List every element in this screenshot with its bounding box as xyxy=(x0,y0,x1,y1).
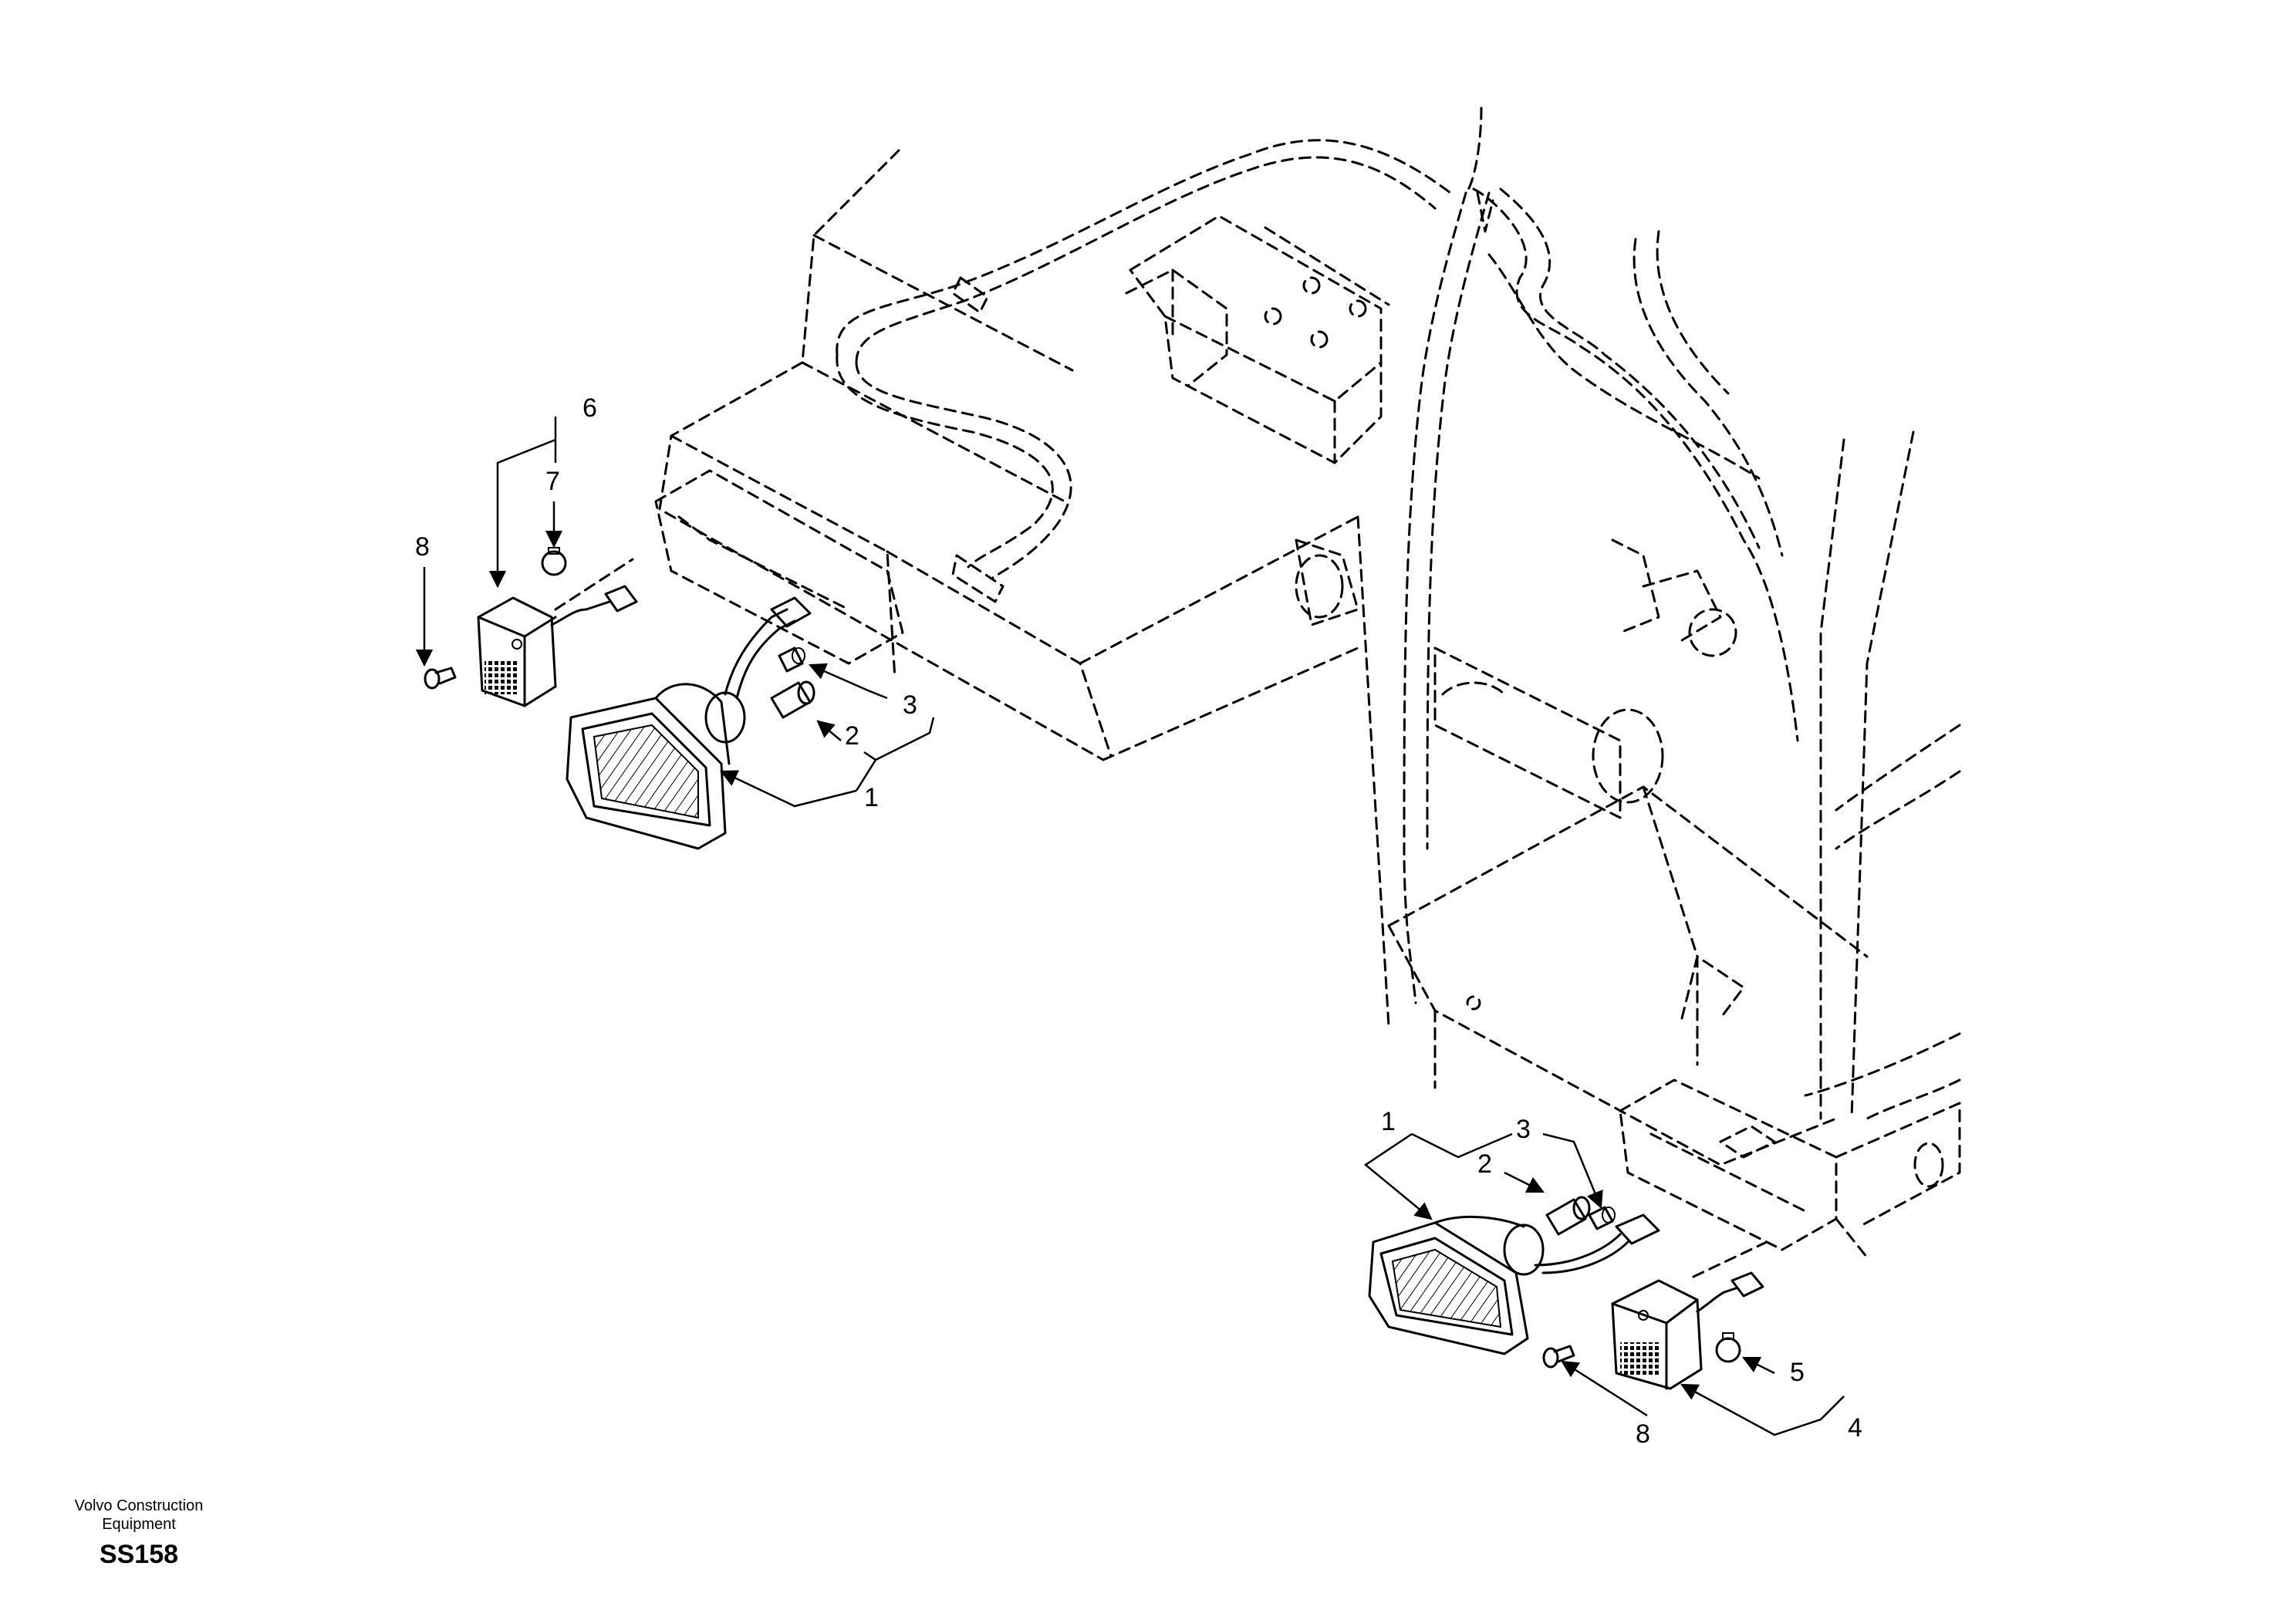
bulb-5 xyxy=(1715,1332,1741,1363)
callout-labels: 6 7 8 3 2 1 1 2 3 5 4 8 xyxy=(415,393,1862,1449)
callout-left-3: 3 xyxy=(903,690,917,720)
callout-left-1: 1 xyxy=(864,783,879,812)
callout-right-5: 5 xyxy=(1790,1358,1805,1387)
callout-right-4: 4 xyxy=(1848,1413,1862,1443)
marker-lamp-right xyxy=(1611,1240,1768,1390)
bulb-7 xyxy=(541,547,567,576)
bulb-3-left xyxy=(778,646,805,673)
callout-left-8: 8 xyxy=(415,532,430,562)
screw-8-right xyxy=(1542,1345,1575,1369)
machine-frame-outline xyxy=(654,106,1961,1259)
callout-right-1: 1 xyxy=(1381,1107,1396,1136)
work-lamp-housing-right xyxy=(1368,1213,1660,1355)
callout-right-3: 3 xyxy=(1516,1115,1531,1144)
bulb-2-right xyxy=(1545,1196,1591,1236)
callout-left-2: 2 xyxy=(845,721,859,751)
marker-lamp-left xyxy=(477,558,638,707)
callout-left-6: 6 xyxy=(582,393,597,423)
bulb-2-left xyxy=(770,680,815,719)
bulb-3-right xyxy=(1588,1206,1616,1230)
manufacturer-label: Volvo Construction Equipment xyxy=(74,1497,204,1533)
work-lamp-housing xyxy=(566,608,796,850)
callout-left-7: 7 xyxy=(545,467,560,496)
callout-right-2: 2 xyxy=(1477,1149,1492,1179)
screw-8-left xyxy=(424,667,457,690)
leader-lines xyxy=(415,417,1845,1436)
left-work-lamp-assembly xyxy=(424,547,815,850)
diagram-code: SS158 xyxy=(99,1540,179,1569)
right-work-lamp-assembly xyxy=(1368,1196,1768,1390)
callout-right-8: 8 xyxy=(1636,1419,1650,1449)
